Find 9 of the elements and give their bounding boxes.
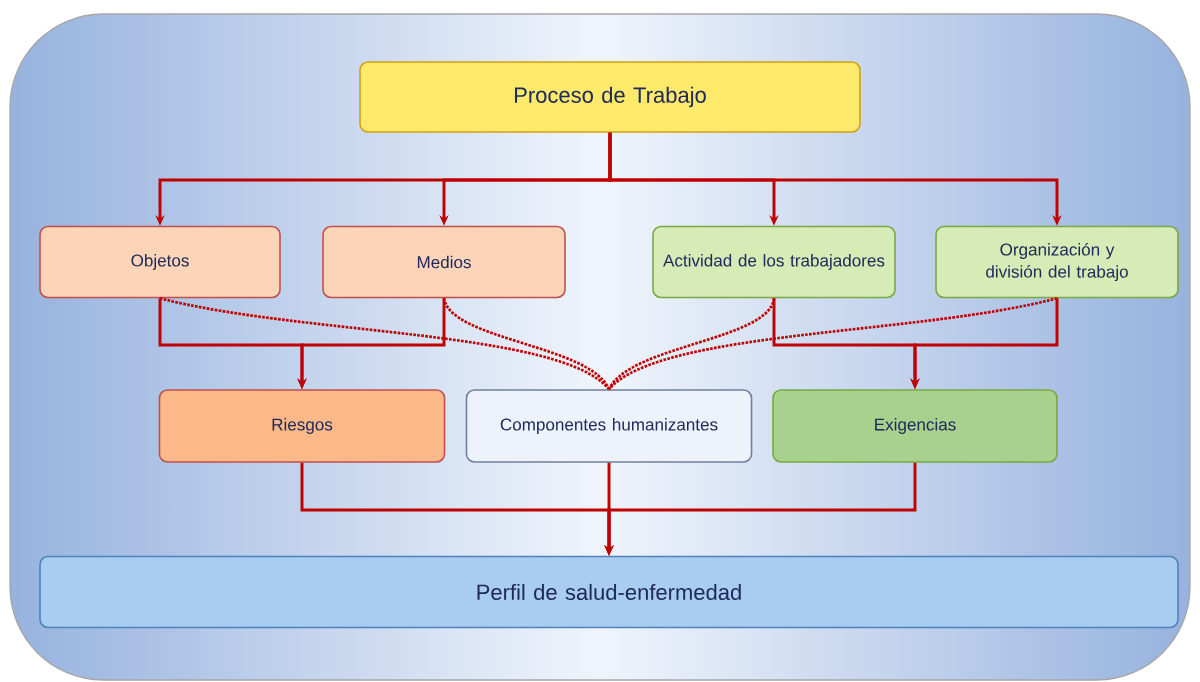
process-box: Organización y división del trabajo xyxy=(935,225,1179,299)
process-box: Objetos xyxy=(39,225,281,299)
process-box: Perfil de salud-enfermedad xyxy=(39,555,1179,629)
process-box: Exigencias xyxy=(772,389,1058,463)
process-box: Riesgos xyxy=(158,389,446,463)
process-box: Proceso de Trabajo xyxy=(359,61,861,133)
process-box: Actividad de los trabajadores xyxy=(652,225,896,299)
process-box: Medios xyxy=(322,225,566,299)
process-box: Componentes humanizantes xyxy=(465,389,753,463)
